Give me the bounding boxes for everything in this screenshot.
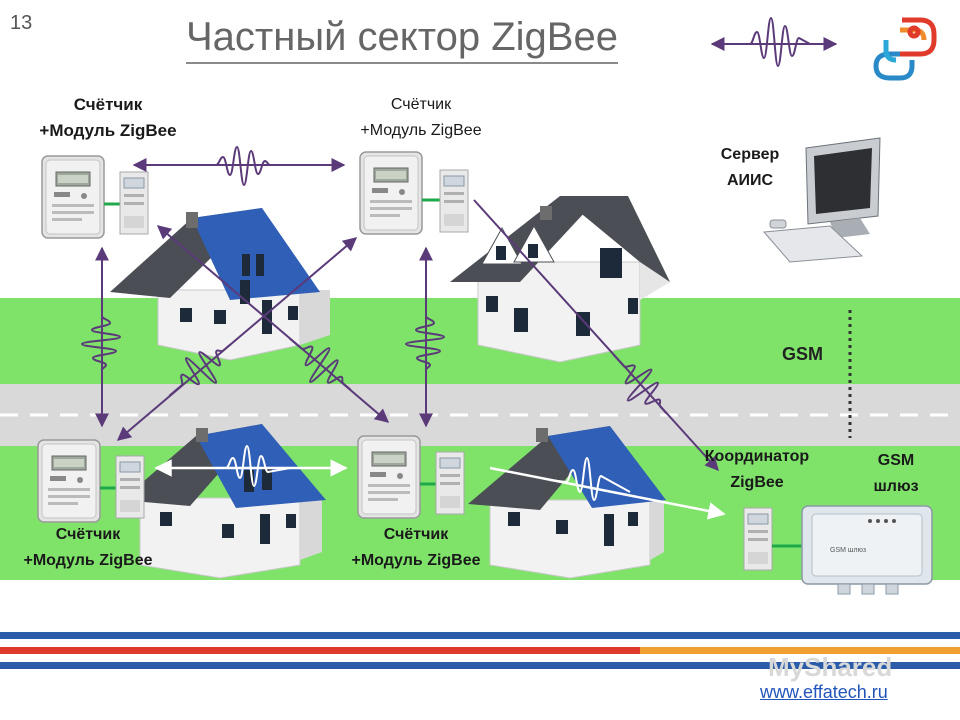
meter-bottom-left <box>37 439 145 523</box>
meter-top-center <box>359 151 469 235</box>
white-links <box>154 444 726 520</box>
footer-stripes <box>0 632 960 669</box>
meter-top-left-label: Счётчик +Модуль ZigBee <box>39 95 177 140</box>
company-logo-icon <box>873 17 937 81</box>
gsm-gateway-device: GSM шлюз <box>801 505 933 595</box>
website-link[interactable]: www.effatech.ru <box>760 682 888 702</box>
slide-number: 13 <box>10 12 33 34</box>
coordinator-module <box>743 507 806 571</box>
house-top-right <box>450 196 670 363</box>
gateway-label: GSM шлюз <box>873 452 919 495</box>
meter-bottom-left-label: Счётчик +Модуль ZigBee <box>23 526 153 569</box>
computer-icon <box>762 137 881 263</box>
slide-title: Частный сектор ZigBee <box>186 14 618 64</box>
gsm-label: GSM <box>782 344 824 364</box>
signal-wave-icon <box>710 16 838 68</box>
house-bottom-right <box>468 426 666 579</box>
meter-top-left <box>41 155 149 239</box>
meter-top-center-label: Счётчик +Модуль ZigBee <box>360 96 482 139</box>
meter-bottom-center <box>357 435 465 519</box>
meter-bottom-center-label: Счётчик +Модуль ZigBee <box>351 526 481 569</box>
zigbee-links <box>81 146 719 472</box>
gateway-device-label: GSM шлюз <box>830 547 866 554</box>
coordinator-label: Координатор ZigBee <box>704 448 810 491</box>
watermark-text: MyShared <box>768 652 893 682</box>
server-label: Сервер АИИС <box>720 146 780 189</box>
